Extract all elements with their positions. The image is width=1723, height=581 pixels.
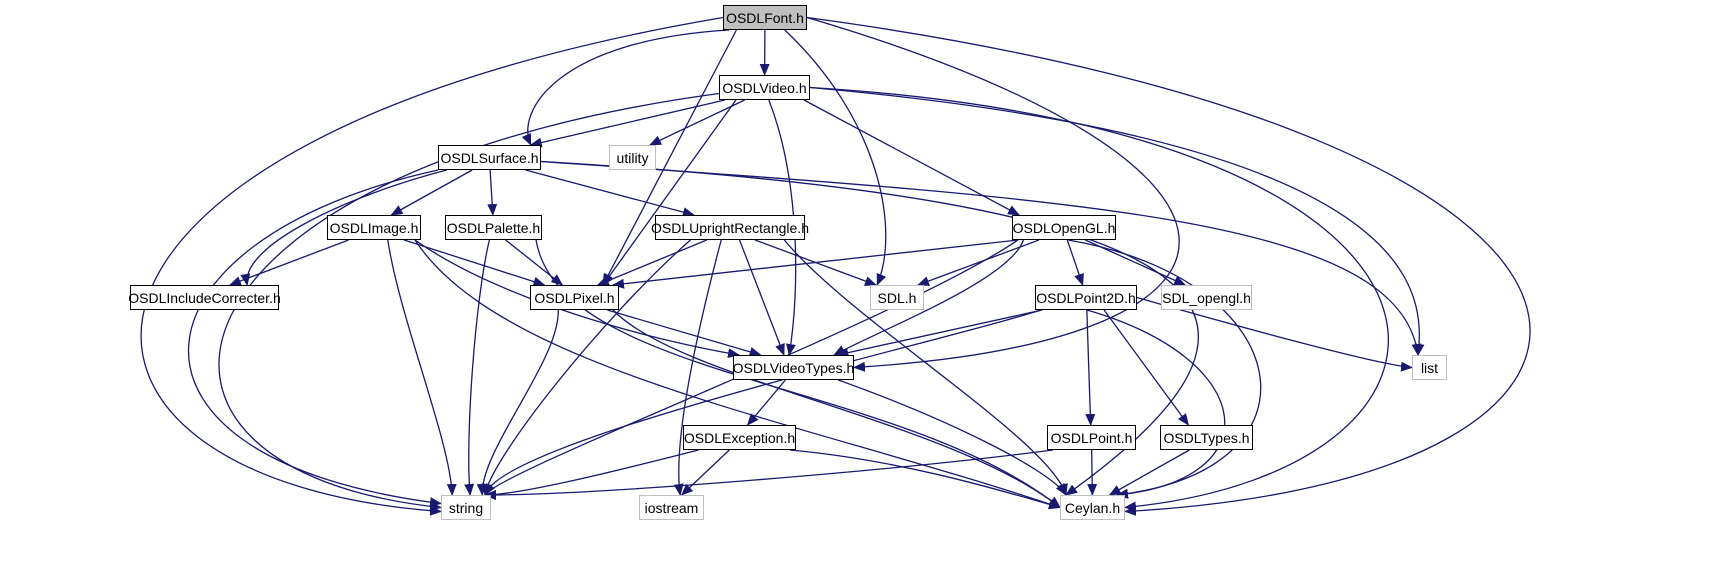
edge-osdlopengl-to-string	[484, 239, 1019, 496]
node-osdlfont-h[interactable]: OSDLFont.h	[723, 5, 807, 30]
node-osdlpoint-h[interactable]: OSDLPoint.h	[1047, 425, 1136, 450]
node-iostream[interactable]: iostream	[639, 495, 704, 520]
edge-osdlpoint2d-to-string	[483, 309, 1042, 496]
edge-osdlimage-to-osdlvideotypes	[414, 239, 740, 359]
node-sdl-h[interactable]: SDL.h	[870, 285, 924, 310]
node-ceylan-h[interactable]: Ceylan.h	[1060, 495, 1125, 520]
edge-osdlexception-to-ceylan	[789, 449, 1061, 510]
edge-osdlimage-to-ceylan	[414, 239, 1061, 509]
edge-osdlpoint2d-to-osdlvideotypes	[836, 309, 1043, 358]
node-osdlsurface-h[interactable]: OSDLSurface.h	[438, 145, 541, 170]
edge-osdlvideo-to-osdlsurface	[529, 99, 726, 148]
node-osdltypes-h[interactable]: OSDLTypes.h	[1160, 425, 1253, 450]
node-osdlopengl-h[interactable]: OSDLOpenGL.h	[1012, 215, 1116, 240]
node-osdlpoint2d-h[interactable]: OSDLPoint2D.h	[1035, 285, 1137, 310]
edge-osdlfont-to-osdlpixel	[602, 29, 738, 286]
edge-osdlimage-to-string	[387, 239, 457, 496]
edge-osdlfont-to-osdlvideotypes	[806, 16, 1180, 372]
edge-osdlfont-to-string	[140, 16, 724, 516]
edge-osdlimage-to-osdlincludecorrecter	[228, 239, 349, 286]
edge-osdlvideotypes-to-osdlexception	[746, 379, 786, 426]
edge-osdlsurface-to-list	[540, 160, 1422, 356]
node-osdlincludecorrecter-h[interactable]: OSDLIncludeCorrecter.h	[128, 285, 281, 310]
node-osdlpixel-h[interactable]: OSDLPixel.h	[530, 285, 619, 310]
edge-osdlexception-to-iostream	[680, 449, 730, 496]
edge-osdlfont-to-osdlsurface	[521, 29, 730, 146]
node-osdlimage-h[interactable]: OSDLImage.h	[327, 215, 421, 240]
edge-osdluprightrectangle-to-osdlvideotypes	[738, 239, 785, 356]
edge-osdlvideotypes-to-ceylan	[838, 379, 1067, 496]
edge-osdlsurface-to-string	[187, 169, 442, 508]
edge-osdlpixel-to-osdlvideotypes	[607, 309, 762, 357]
edge-osdlpoint-to-string	[484, 449, 1054, 500]
node-string[interactable]: string	[441, 495, 491, 520]
edge-osdlpixel-to-string	[476, 309, 559, 496]
edge-osdlsurface-to-osdluprightrectangle	[525, 169, 695, 217]
edge-osdluprightrectangle-to-osdlpixel	[596, 239, 707, 286]
node-sdl-opengl-h[interactable]: SDL_opengl.h	[1161, 285, 1252, 310]
edge-osdlpalette-to-string	[464, 239, 491, 496]
edge-osdlpixel-to-ceylan	[612, 309, 1061, 509]
edge-osdlpoint-to-ceylan	[1087, 449, 1098, 496]
node-list[interactable]: list	[1412, 355, 1447, 380]
node-osdlpalette-h[interactable]: OSDLPalette.h	[445, 215, 542, 240]
edge-osdlvideo-to-osdlpixel	[602, 99, 737, 286]
edge-osdlexception-to-string	[484, 449, 699, 500]
node-osdlvideotypes-h[interactable]: OSDLVideoTypes.h	[733, 355, 854, 380]
edge-osdlsurface-to-osdlimage	[390, 169, 473, 216]
edge-osdlsurface-to-osdlpalette	[487, 169, 498, 216]
edge-osdluprightrectangle-to-ceylan	[783, 239, 1068, 496]
edge-osdlpoint2d-to-osdltypes	[1103, 309, 1190, 426]
edge-osdlsurface-to-osdlincludecorrecter	[240, 169, 447, 286]
edge-osdluprightrectangle-to-string	[481, 239, 691, 496]
node-osdlexception-h[interactable]: OSDLException.h	[683, 425, 796, 450]
edge-osdlopengl-to-osdlpixel	[612, 239, 1019, 289]
edge-osdlfont-to-sdl	[784, 29, 887, 286]
edge-osdltypes-to-ceylan	[1108, 449, 1190, 496]
edge-osdluprightrectangle-to-iostream	[673, 239, 722, 496]
node-osdluprightrectangle-h[interactable]: OSDLUprightRectangle.h	[651, 215, 809, 240]
edge-osdlpoint2d-to-osdlpoint	[1085, 309, 1096, 426]
node-utility[interactable]: utility	[609, 145, 656, 170]
edge-osdlvideo-to-string	[218, 92, 720, 512]
edge-osdlopengl-to-sdl	[917, 239, 1040, 286]
edge-osdlopengl-to-osdlpoint2d	[1066, 239, 1084, 286]
edge-osdlvideo-to-ceylan	[809, 86, 1389, 512]
node-osdlvideo-h[interactable]: OSDLVideo.h	[719, 75, 810, 100]
edge-osdlfont-to-ceylan	[806, 16, 1531, 516]
edge-osdlpalette-to-osdlpixel	[505, 239, 564, 286]
edge-osdlopengl-to-ceylan	[1068, 239, 1262, 499]
edge-osdlopengl-to-osdlvideotypes	[833, 239, 1025, 356]
edge-osdlsurface-to-ceylan	[540, 160, 1200, 496]
edge-osdlvideo-to-utility	[649, 99, 745, 146]
edge-osdlpoint2d-to-ceylan	[1086, 309, 1226, 499]
edge-osdlimage-to-osdlpixel	[403, 239, 546, 287]
edge-osdlvideo-to-list	[809, 86, 1425, 356]
